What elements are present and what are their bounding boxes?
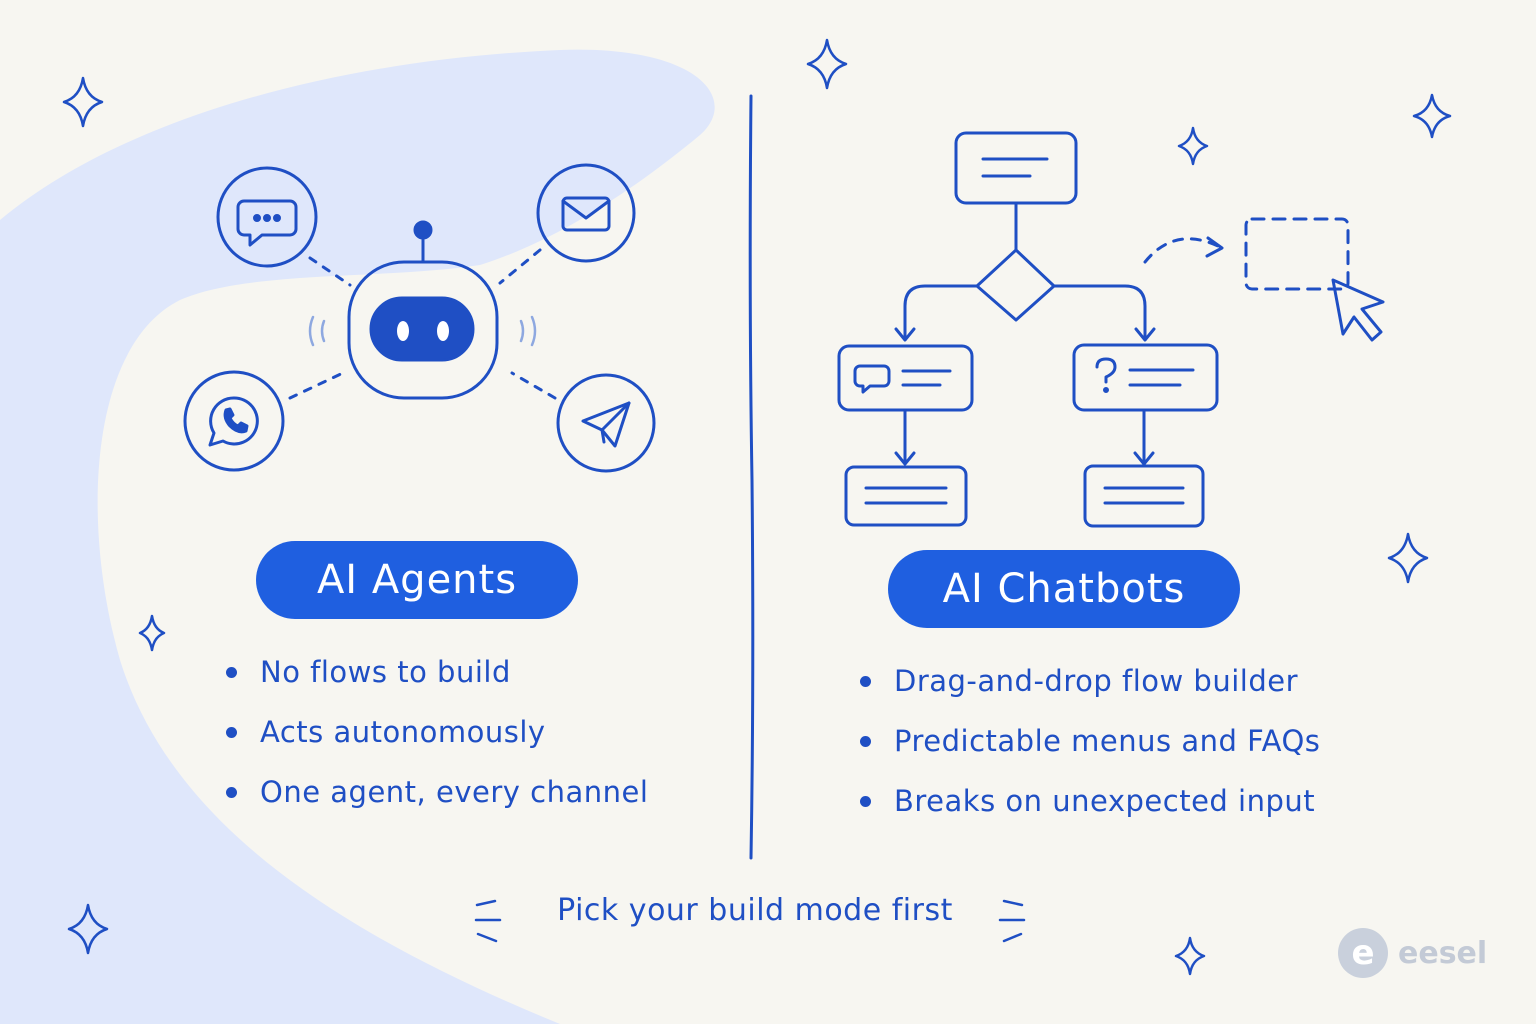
ai-agents-title: AI Agents — [256, 541, 578, 619]
sparkle-icon — [1412, 93, 1452, 139]
bullet-item: Drag-and-drop flow builder — [860, 651, 1320, 711]
chat-channel-icon — [216, 166, 318, 268]
sparkle-icon — [1387, 532, 1429, 584]
envelope-channel-icon — [536, 163, 636, 263]
blob-shape — [0, 49, 715, 1024]
eesel-logo: e eesel — [1338, 928, 1487, 978]
sparkle-icon — [1174, 936, 1206, 976]
bullet-item: Predictable menus and FAQs — [860, 711, 1320, 771]
whatsapp-channel-icon — [183, 370, 285, 472]
dashed-arrow — [1143, 237, 1222, 264]
ai-chatbots-title: AI Chatbots — [888, 550, 1240, 628]
bullet-item: Acts autonomously — [226, 702, 648, 762]
ai-chatbots-bullets: Drag-and-drop flow builder Predictable m… — [860, 651, 1320, 831]
connector-lines — [288, 248, 557, 400]
placeholder-node — [1244, 217, 1350, 291]
sparkle-icon — [138, 614, 166, 652]
sparkle-icon — [806, 38, 848, 90]
bullet-item: No flows to build — [226, 642, 648, 702]
logo-text: eesel — [1398, 935, 1488, 971]
flow-end-node-left — [844, 465, 968, 527]
footer-caption: Pick your build mode first — [557, 893, 953, 928]
sparkle-icon — [67, 903, 109, 955]
bullet-item: Breaks on unexpected input — [860, 771, 1320, 831]
bullet-item: One agent, every channel — [226, 762, 648, 822]
flow-end-node-right — [1083, 464, 1205, 528]
decision-diamond-icon — [975, 248, 1056, 322]
logo-mark: e — [1338, 928, 1388, 978]
robot-icon — [347, 220, 499, 400]
sparkle-icon — [62, 76, 104, 128]
ai-agents-bullets: No flows to build Acts autonomously One … — [226, 642, 648, 822]
paper-plane-channel-icon — [556, 373, 656, 473]
cursor-icon — [1331, 278, 1385, 342]
sparkle-icon — [1177, 126, 1209, 166]
signal-waves — [308, 315, 537, 347]
